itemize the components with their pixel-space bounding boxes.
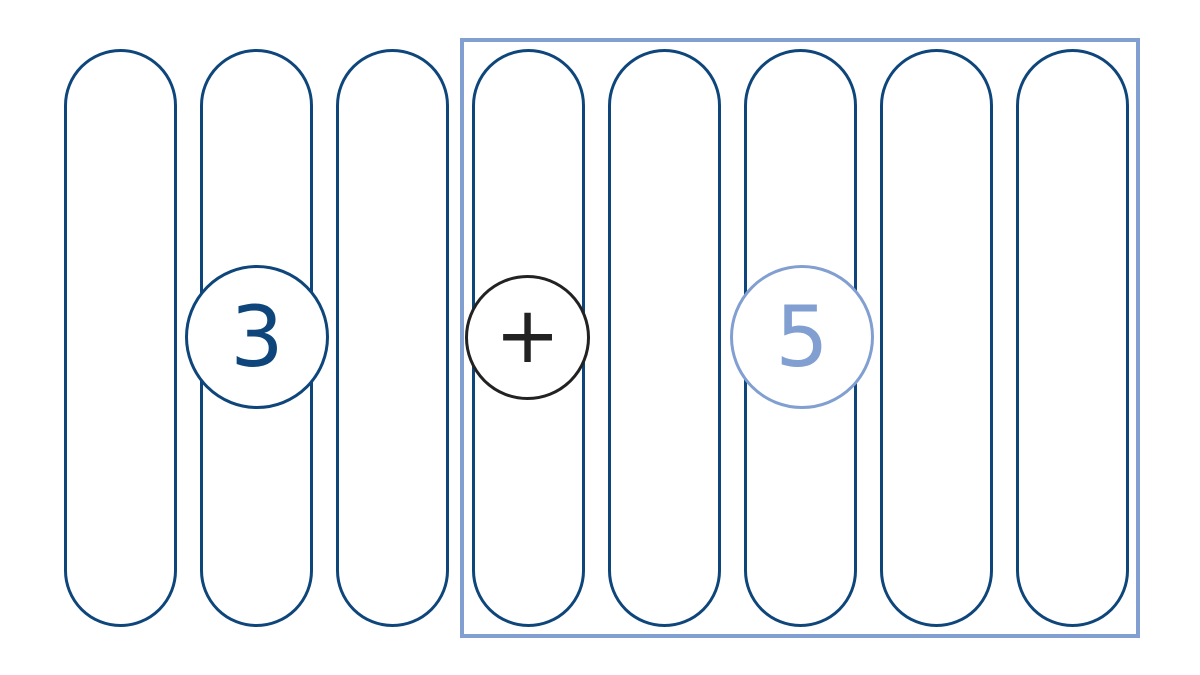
count-five-label: 5 — [775, 288, 829, 386]
bar-8 — [1016, 49, 1129, 627]
group-of-five-outline — [460, 38, 1140, 638]
plus-operator-badge: + — [465, 275, 590, 400]
bar-3 — [336, 49, 449, 627]
plus-icon: + — [494, 290, 561, 381]
count-five-badge: 5 — [730, 265, 874, 409]
count-three-badge: 3 — [185, 265, 329, 409]
bar-1 — [64, 49, 177, 627]
count-three-label: 3 — [230, 288, 284, 386]
bar-7 — [880, 49, 993, 627]
bar-5 — [608, 49, 721, 627]
